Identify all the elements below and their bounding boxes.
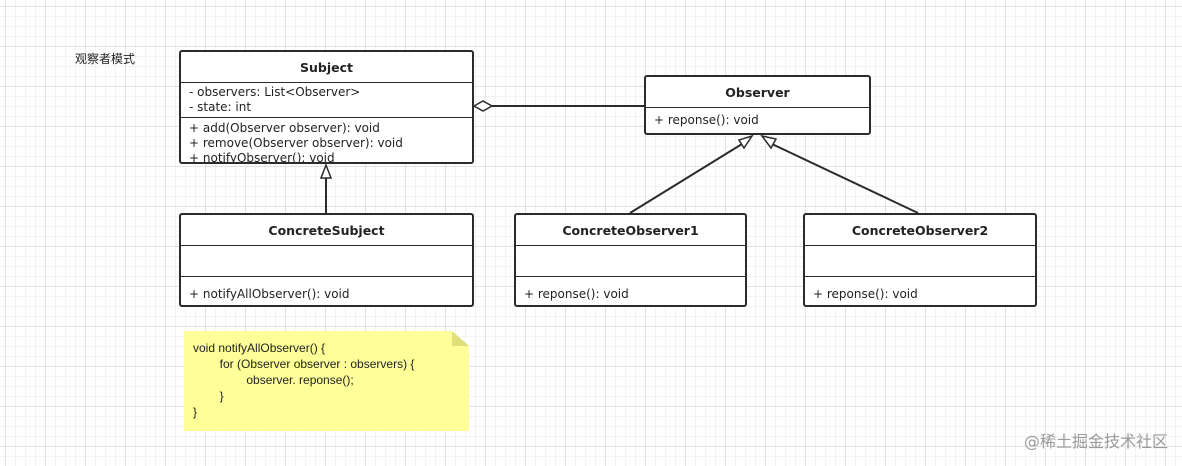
class-name: Subject bbox=[181, 52, 472, 83]
note-line: void notifyAllObserver() { bbox=[193, 341, 326, 355]
class-name: ConcreteObserver2 bbox=[805, 215, 1035, 246]
attributes-section bbox=[805, 246, 1035, 276]
operation: + reponse(): void bbox=[813, 287, 918, 301]
operation: + notifyObserver(): void bbox=[189, 151, 335, 164]
operations-section: + reponse(): void bbox=[516, 276, 745, 304]
attributes-section bbox=[516, 246, 745, 276]
code-note[interactable]: void notifyAllObserver() { for (Observer… bbox=[184, 331, 469, 431]
class-observer[interactable]: Observer + reponse(): void bbox=[644, 75, 871, 135]
class-concrete-observer2[interactable]: ConcreteObserver2 + reponse(): void bbox=[803, 213, 1037, 307]
class-name: Observer bbox=[646, 77, 869, 108]
operation: + reponse(): void bbox=[524, 287, 629, 301]
attributes-section: - observers: List<Observer> - state: int bbox=[181, 83, 472, 117]
class-concrete-observer1[interactable]: ConcreteObserver1 + reponse(): void bbox=[514, 213, 747, 307]
operation: + reponse(): void bbox=[654, 113, 759, 127]
class-name: ConcreteObserver1 bbox=[516, 215, 745, 246]
generalization-line-concrete-observer1 bbox=[629, 143, 743, 214]
operations-section: + reponse(): void bbox=[646, 108, 869, 130]
operation: + notifyAllObserver(): void bbox=[189, 287, 350, 301]
operations-section: + reponse(): void bbox=[805, 276, 1035, 304]
generalization-arrow-observer1 bbox=[737, 134, 754, 150]
class-concrete-subject[interactable]: ConcreteSubject + notifyAllObserver(): v… bbox=[179, 213, 474, 307]
generalization-arrow-observer2 bbox=[760, 134, 778, 150]
note-line: } bbox=[193, 405, 198, 419]
aggregation-diamond bbox=[472, 100, 494, 112]
attributes-section bbox=[181, 246, 472, 276]
operations-section: + add(Observer observer): void + remove(… bbox=[181, 117, 472, 164]
operation: + add(Observer observer): void bbox=[189, 121, 380, 135]
operations-section: + notifyAllObserver(): void bbox=[181, 276, 472, 304]
note-line: for (Observer observer : observers) { bbox=[193, 357, 415, 371]
watermark: @稀土掘金技术社区 bbox=[1023, 432, 1168, 451]
operation: + remove(Observer observer): void bbox=[189, 136, 403, 150]
diagram-title: 观察者模式 bbox=[75, 52, 136, 66]
attribute: - observers: List<Observer> bbox=[189, 85, 361, 99]
class-subject[interactable]: Subject - observers: List<Observer> - st… bbox=[179, 50, 474, 164]
note-line: observer. reponse(); bbox=[193, 373, 354, 387]
note-line: } bbox=[193, 389, 224, 403]
attribute: - state: int bbox=[189, 100, 252, 114]
generalization-arrow-subject bbox=[319, 162, 333, 179]
generalization-line-concrete-observer2 bbox=[771, 143, 919, 214]
class-name: ConcreteSubject bbox=[181, 215, 472, 246]
